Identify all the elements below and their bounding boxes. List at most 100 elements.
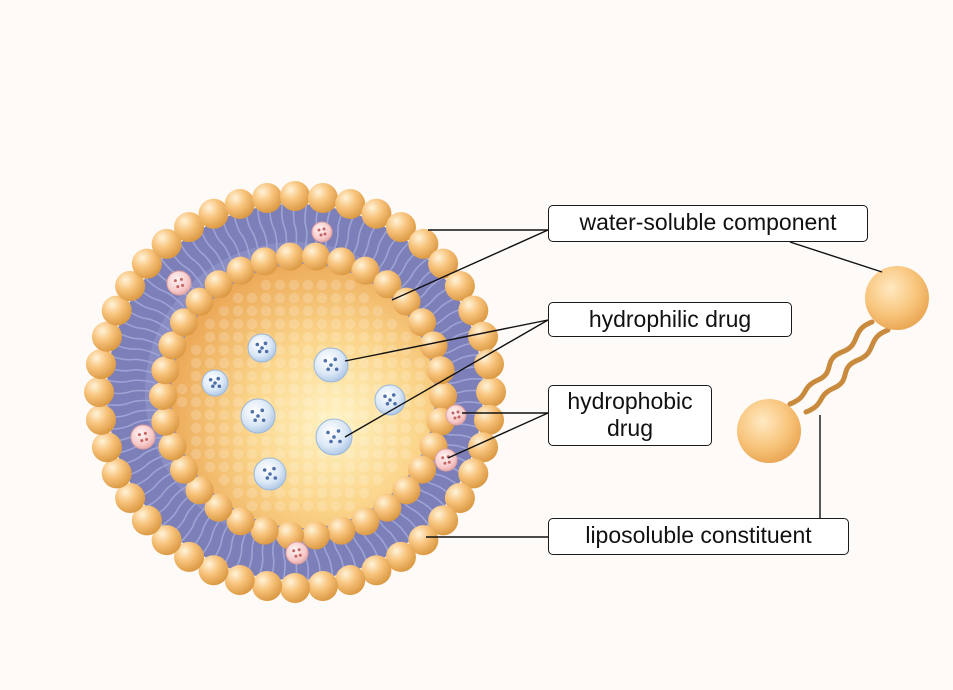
core-texture bbox=[289, 345, 299, 355]
core-texture bbox=[415, 410, 425, 420]
inner-head bbox=[227, 257, 255, 285]
core-texture bbox=[387, 423, 397, 433]
core-texture bbox=[359, 462, 369, 472]
outer-head bbox=[280, 181, 310, 211]
inner-head bbox=[351, 507, 379, 535]
core-texture bbox=[303, 475, 313, 485]
core-texture bbox=[261, 293, 271, 303]
core-texture bbox=[345, 397, 355, 407]
outer-head bbox=[476, 377, 506, 407]
core-texture bbox=[401, 449, 411, 459]
outer-head bbox=[225, 565, 255, 595]
core-texture bbox=[289, 423, 299, 433]
core-texture bbox=[317, 462, 327, 472]
inner-head bbox=[327, 517, 355, 545]
core-texture bbox=[205, 436, 215, 446]
core-texture bbox=[331, 384, 341, 394]
hydrophilic-dot bbox=[326, 431, 330, 435]
hydrophilic-dot bbox=[213, 381, 217, 385]
core-texture bbox=[233, 384, 243, 394]
core-texture bbox=[275, 436, 285, 446]
core-texture bbox=[345, 410, 355, 420]
core-texture bbox=[289, 488, 299, 498]
core-texture bbox=[359, 319, 369, 329]
core-texture bbox=[331, 475, 341, 485]
core-texture bbox=[331, 319, 341, 329]
core-texture bbox=[303, 501, 313, 511]
core-texture bbox=[233, 423, 243, 433]
core-texture bbox=[275, 501, 285, 511]
core-texture bbox=[261, 436, 271, 446]
hydrophobic-drug bbox=[312, 222, 332, 242]
hydrophilic-dot bbox=[268, 472, 272, 476]
core-texture bbox=[219, 397, 229, 407]
core-texture bbox=[331, 397, 341, 407]
core-texture bbox=[247, 449, 257, 459]
core-texture bbox=[387, 332, 397, 342]
core-texture bbox=[275, 384, 285, 394]
core-texture bbox=[261, 319, 271, 329]
core-texture bbox=[261, 384, 271, 394]
hydrophilic-dot bbox=[326, 367, 330, 371]
outer-head bbox=[335, 189, 365, 219]
core-texture bbox=[289, 358, 299, 368]
core-texture bbox=[387, 436, 397, 446]
core-texture bbox=[303, 280, 313, 290]
core-texture bbox=[219, 436, 229, 446]
core-texture bbox=[289, 410, 299, 420]
outer-head bbox=[252, 571, 282, 601]
hydrophobic-dot bbox=[324, 233, 327, 236]
core-texture bbox=[373, 475, 383, 485]
hydrophilic-dot bbox=[256, 343, 260, 347]
core-texture bbox=[289, 462, 299, 472]
core-texture bbox=[387, 345, 397, 355]
core-texture bbox=[289, 384, 299, 394]
core-texture bbox=[205, 358, 215, 368]
outer-head bbox=[361, 555, 391, 585]
core-texture bbox=[345, 345, 355, 355]
hydrophobic-dot bbox=[140, 439, 143, 442]
hydrophobic-dot bbox=[458, 416, 461, 419]
core-texture bbox=[247, 306, 257, 316]
core-texture bbox=[373, 358, 383, 368]
label-hydrophobic-line1: hydrophobic bbox=[559, 388, 701, 415]
hydrophilic-dot bbox=[266, 476, 270, 480]
inner-head bbox=[251, 517, 279, 545]
hydrophilic-dot bbox=[392, 393, 396, 397]
label-hydrophilic-text: hydrophilic drug bbox=[589, 306, 751, 332]
core-texture bbox=[345, 501, 355, 511]
core-texture bbox=[303, 306, 313, 316]
core-texture bbox=[303, 345, 313, 355]
hydrophilic-dot bbox=[388, 398, 392, 402]
core-texture bbox=[317, 410, 327, 420]
core-texture bbox=[247, 371, 257, 381]
core-texture bbox=[275, 280, 285, 290]
hydrophobic-dot bbox=[294, 555, 297, 558]
outer-head bbox=[199, 199, 229, 229]
core-texture bbox=[373, 319, 383, 329]
core-texture bbox=[289, 397, 299, 407]
core-texture bbox=[331, 462, 341, 472]
core-texture bbox=[303, 397, 313, 407]
core-texture bbox=[233, 345, 243, 355]
hydrophilic-dot bbox=[274, 476, 278, 480]
outer-head bbox=[308, 183, 338, 213]
core-texture bbox=[359, 345, 369, 355]
hydrophilic-dot bbox=[329, 440, 333, 444]
hydrophobic-dot bbox=[174, 279, 177, 282]
core-texture bbox=[219, 306, 229, 316]
hydrophobic-dot bbox=[298, 548, 301, 551]
core-texture bbox=[261, 280, 271, 290]
hydrophobic-drug bbox=[435, 449, 457, 471]
core-texture bbox=[331, 332, 341, 342]
core-texture bbox=[345, 280, 355, 290]
core-texture bbox=[233, 358, 243, 368]
hydrophobic-dot bbox=[448, 461, 451, 464]
core-texture bbox=[205, 397, 215, 407]
core-texture bbox=[219, 410, 229, 420]
core-texture bbox=[345, 475, 355, 485]
hydrophilic-dot bbox=[265, 350, 269, 354]
core-texture bbox=[219, 423, 229, 433]
hydrophobic-dot bbox=[138, 433, 141, 436]
